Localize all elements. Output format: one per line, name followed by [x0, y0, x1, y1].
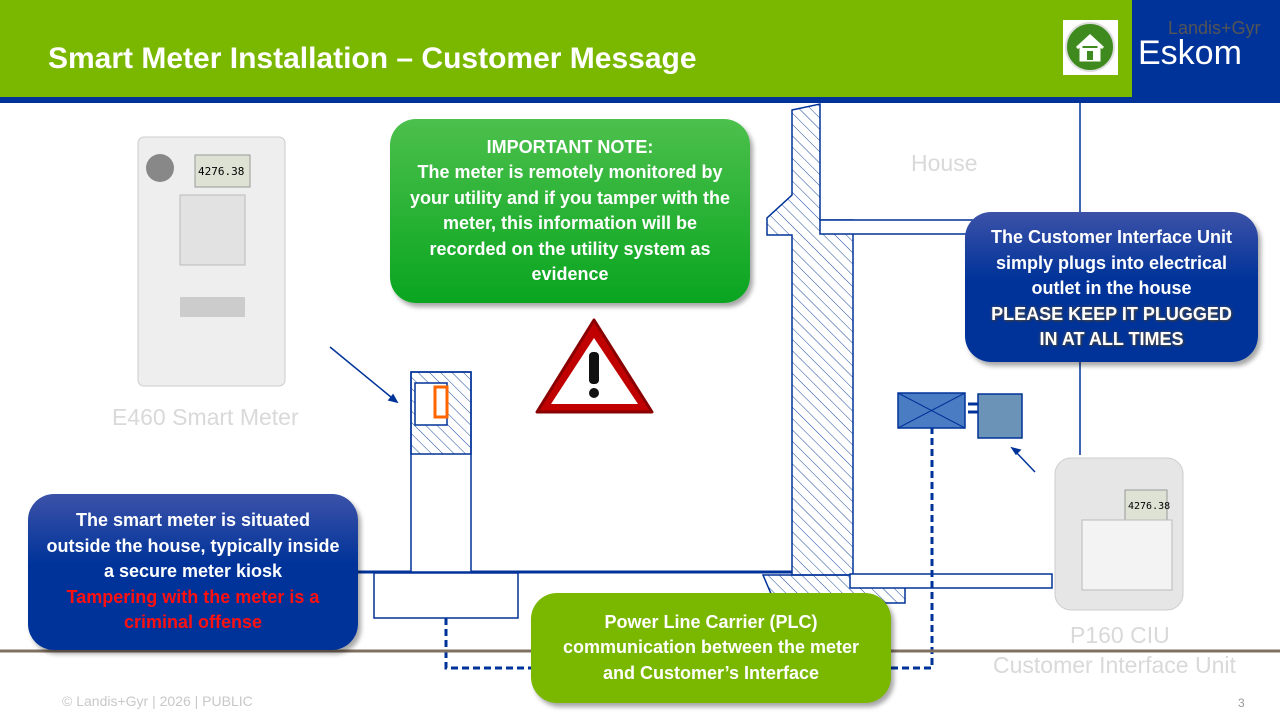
warning-icon: [535, 318, 654, 414]
ciu-info-text: The Customer Interface Unit simply plugs…: [990, 227, 1233, 298]
important-note-box: IMPORTANT NOTE: The meter is remotely mo…: [390, 119, 750, 303]
ciu-label-model: P160 CIU: [1070, 622, 1170, 648]
tamper-warning-text: Tampering with the meter is a criminal o…: [66, 586, 320, 633]
plc-info-box: Power Line Carrier (PLC) communication b…: [531, 593, 891, 703]
ciu-reading: 4276.38: [1128, 501, 1171, 512]
meter-location-text: The smart meter is situated outside the …: [46, 510, 340, 582]
meter-reading: 4276.38: [198, 165, 245, 178]
kiosk-base: [373, 572, 519, 619]
meter-location-box: The smart meter is situated outside the …: [28, 494, 358, 650]
house-wall: [766, 103, 854, 576]
ciu-label-name: Customer Interface Unit: [993, 652, 1236, 678]
logo-text: Eskom: [1138, 34, 1242, 72]
footer-text: © Landis+Gyr | 2026 | PUBLIC: [62, 693, 253, 709]
e460-meter-image: [137, 136, 286, 387]
p160-ciu-image: [1054, 457, 1184, 611]
home-icon[interactable]: [1063, 20, 1118, 75]
page-number: 3: [1238, 696, 1245, 710]
logo-sub: Landis+Gyr: [1168, 18, 1261, 38]
house-label: House: [911, 150, 978, 176]
plc-cable: [444, 428, 934, 670]
house-floor-lower: [849, 573, 1053, 589]
plc-info-text: Power Line Carrier (PLC) communication b…: [562, 611, 860, 683]
header-bar: [0, 0, 1132, 97]
important-note-heading: IMPORTANT NOTE:: [486, 136, 654, 157]
page-title: Smart Meter Installation – Customer Mess…: [48, 42, 697, 75]
header-divider: [0, 97, 1280, 103]
ciu-plug: [977, 393, 1023, 439]
important-note-text: The meter is remotely monitored by your …: [409, 162, 731, 284]
ciu-info-box: The Customer Interface Unit simply plugs…: [965, 212, 1258, 362]
logo: Landis+Gyr Eskom: [1132, 0, 1280, 102]
ciu-plugged-warning: PLEASE KEEP IT PLUGGED IN AT ALL TIMES: [991, 303, 1232, 350]
meter-label: E460 Smart Meter: [112, 404, 299, 430]
